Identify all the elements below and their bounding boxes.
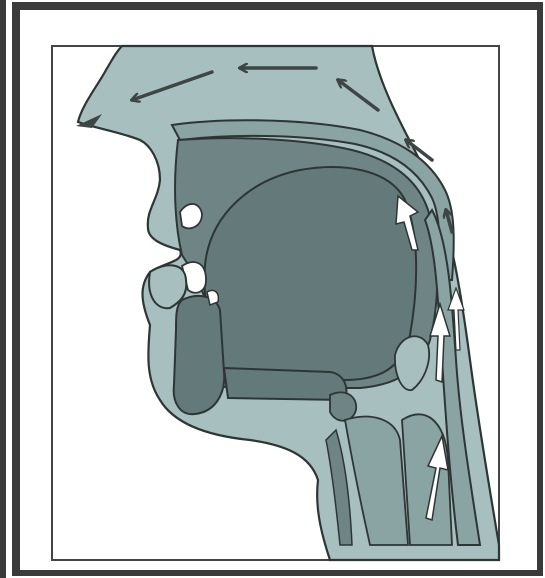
hyoid	[330, 392, 356, 420]
jaw-floor	[224, 368, 346, 400]
jaw	[174, 296, 225, 414]
upper-tooth	[180, 204, 202, 228]
